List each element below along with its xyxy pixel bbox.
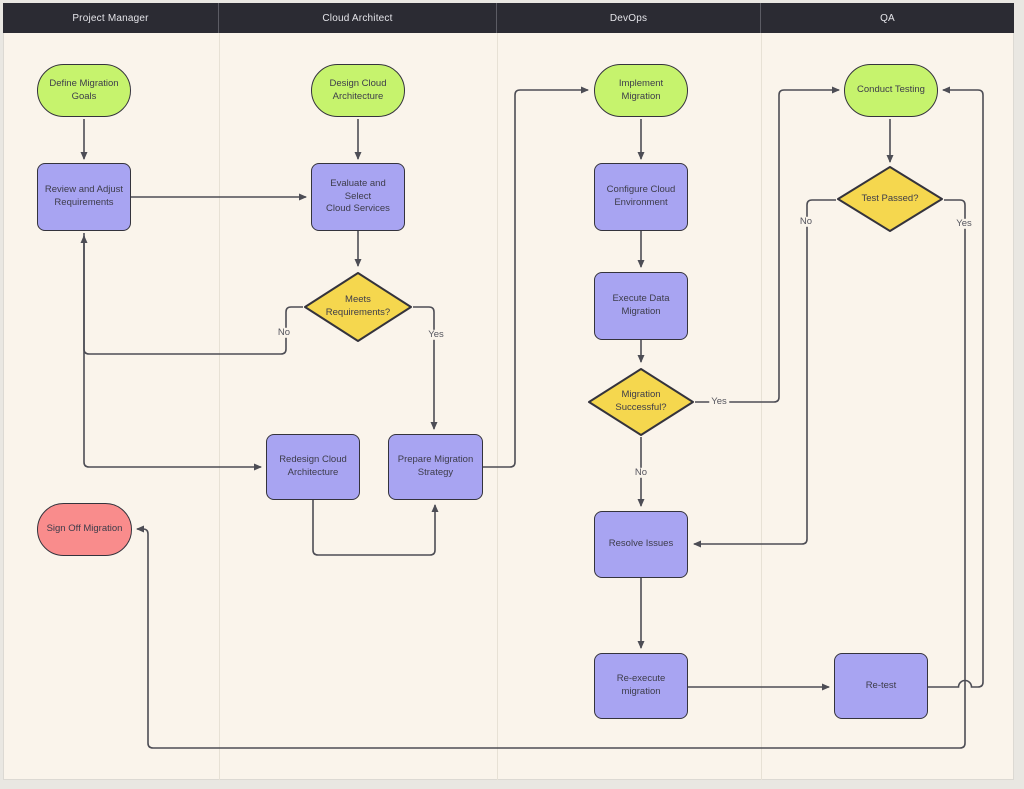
node-execute-data-migration[interactable]: Execute Data Migration bbox=[594, 272, 688, 340]
node-label: Re-test bbox=[865, 679, 897, 691]
node-label: Re-execute migration bbox=[616, 673, 666, 697]
node-re-execute-migration[interactable]: Re-execute migration bbox=[594, 653, 688, 719]
edge-label-meets-no-to-review: No bbox=[275, 326, 293, 339]
node-label: Migration Successful? bbox=[615, 389, 667, 413]
node-label: Meets Requirements? bbox=[325, 294, 391, 318]
lane-header-devops: DevOps bbox=[497, 3, 761, 33]
diamond-shape bbox=[588, 368, 694, 436]
edge-label-successful-yes-to-conduct: Yes bbox=[709, 395, 729, 408]
node-meets-requirements[interactable]: Meets Requirements? bbox=[303, 271, 413, 343]
node-label: Test Passed? bbox=[861, 192, 919, 204]
lane-divider bbox=[497, 33, 498, 780]
node-prepare-migration-strategy[interactable]: Prepare Migration Strategy bbox=[388, 434, 483, 500]
edge-meets-no-to-review bbox=[80, 235, 303, 355]
node-label: Define Migration Goals bbox=[49, 77, 119, 102]
node-design-cloud-architecture[interactable]: Design Cloud Architecture bbox=[311, 64, 405, 117]
edge-testpassed-yes-to-signoff bbox=[136, 199, 966, 749]
node-label: Prepare Migration Strategy bbox=[397, 454, 474, 478]
node-implement-migration[interactable]: Implement Migration bbox=[594, 64, 688, 117]
node-redesign-cloud-architecture[interactable]: Redesign Cloud Architecture bbox=[266, 434, 360, 500]
edge-testpassed-no-to-resolve bbox=[693, 199, 836, 548]
diamond-shape bbox=[304, 272, 412, 342]
edge-retest-to-conduct bbox=[928, 86, 984, 688]
edge-label-testpassed-yes-to-signoff: Yes bbox=[954, 217, 974, 230]
swimlane-header: Project Manager Cloud Architect DevOps Q… bbox=[3, 3, 1014, 33]
node-conduct-testing[interactable]: Conduct Testing bbox=[844, 64, 938, 117]
diamond-shape bbox=[837, 166, 943, 232]
edge-label-testpassed-no-to-resolve: No bbox=[797, 215, 815, 228]
lane-header-qa: QA bbox=[880, 12, 895, 24]
edge-prepare-to-implement bbox=[482, 86, 589, 468]
lane-header-cloud-architect: Cloud Architect bbox=[219, 3, 497, 33]
node-migration-successful[interactable]: Migration Successful? bbox=[587, 367, 695, 437]
edge-redesign-to-prepare bbox=[312, 500, 439, 556]
node-label: Review and Adjust Requirements bbox=[44, 184, 124, 208]
edge-label-meets-yes-to-prepare: Yes bbox=[426, 328, 446, 341]
node-label: Execute Data Migration bbox=[612, 293, 670, 317]
node-label: Resolve Issues bbox=[608, 538, 674, 550]
lane-header-project-manager: Project Manager bbox=[3, 3, 219, 33]
node-review-adjust-requirements[interactable]: Review and Adjust Requirements bbox=[37, 163, 131, 231]
node-test-passed[interactable]: Test Passed? bbox=[836, 165, 944, 233]
node-configure-cloud-environment[interactable]: Configure Cloud Environment bbox=[594, 163, 688, 231]
node-label: Implement Migration bbox=[618, 77, 664, 102]
edge-successful-yes-to-conduct bbox=[695, 86, 840, 403]
lane-divider bbox=[761, 33, 762, 780]
node-resolve-issues[interactable]: Resolve Issues bbox=[594, 511, 688, 578]
edge-review-to-redesign bbox=[83, 233, 262, 471]
node-label: Configure Cloud Environment bbox=[606, 184, 676, 208]
node-define-migration-goals[interactable]: Define Migration Goals bbox=[37, 64, 131, 117]
node-evaluate-select-cloud-services[interactable]: Evaluate and Select Cloud Services bbox=[311, 163, 405, 231]
node-re-test[interactable]: Re-test bbox=[834, 653, 928, 719]
node-label: Sign Off Migration bbox=[46, 523, 123, 535]
node-label: Redesign Cloud Architecture bbox=[279, 454, 347, 478]
node-sign-off-migration[interactable]: Sign Off Migration bbox=[37, 503, 132, 556]
edge-label-successful-no-to-resolve: No bbox=[632, 466, 650, 479]
diagram-canvas bbox=[3, 3, 1014, 780]
lane-divider bbox=[219, 33, 220, 780]
node-label: Design Cloud Architecture bbox=[329, 77, 387, 102]
node-label: Evaluate and Select Cloud Services bbox=[326, 177, 390, 215]
edge-meets-yes-to-prepare bbox=[413, 306, 438, 430]
node-label: Conduct Testing bbox=[857, 84, 925, 96]
